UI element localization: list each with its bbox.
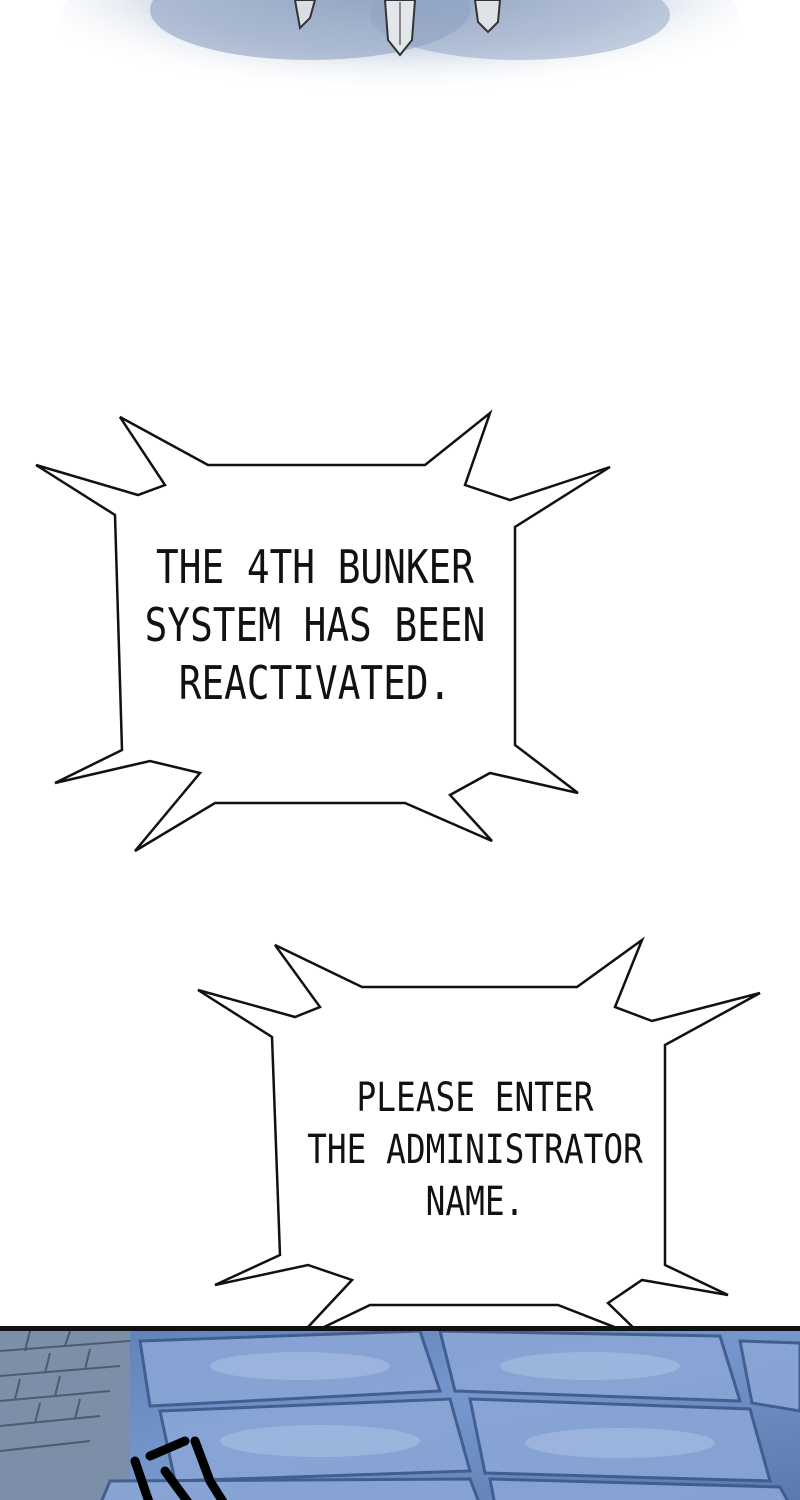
bubble-1-text: THE 4TH BUNKER SYSTEM HAS BEEN REACTIVAT… [131,540,500,710]
spiky-bubble-outline [35,409,611,853]
bubble-2-line-1: PLEASE ENTER [356,1075,594,1121]
speech-bubble-2: PLEASE ENTER THE ADMINISTRATOR NAME. [190,935,770,1355]
bubble-2-text: PLEASE ENTER THE ADMINISTRATOR NAME. [307,1070,643,1230]
bubble-1-line-1: THE 4TH BUNKER [156,540,474,594]
stone-floor-art [0,1326,800,1500]
bubble-1-line-3: REACTIVATED. [178,656,452,710]
bubble-1-line-2: SYSTEM HAS BEEN [144,598,486,652]
bubble-2-line-3: NAME. [425,1179,525,1225]
speech-bubble-1: THE 4TH BUNKER SYSTEM HAS BEEN REACTIVAT… [30,405,620,855]
bubble-2-line-2: THE ADMINISTRATOR [307,1127,643,1173]
sword-blades-art [60,0,740,115]
